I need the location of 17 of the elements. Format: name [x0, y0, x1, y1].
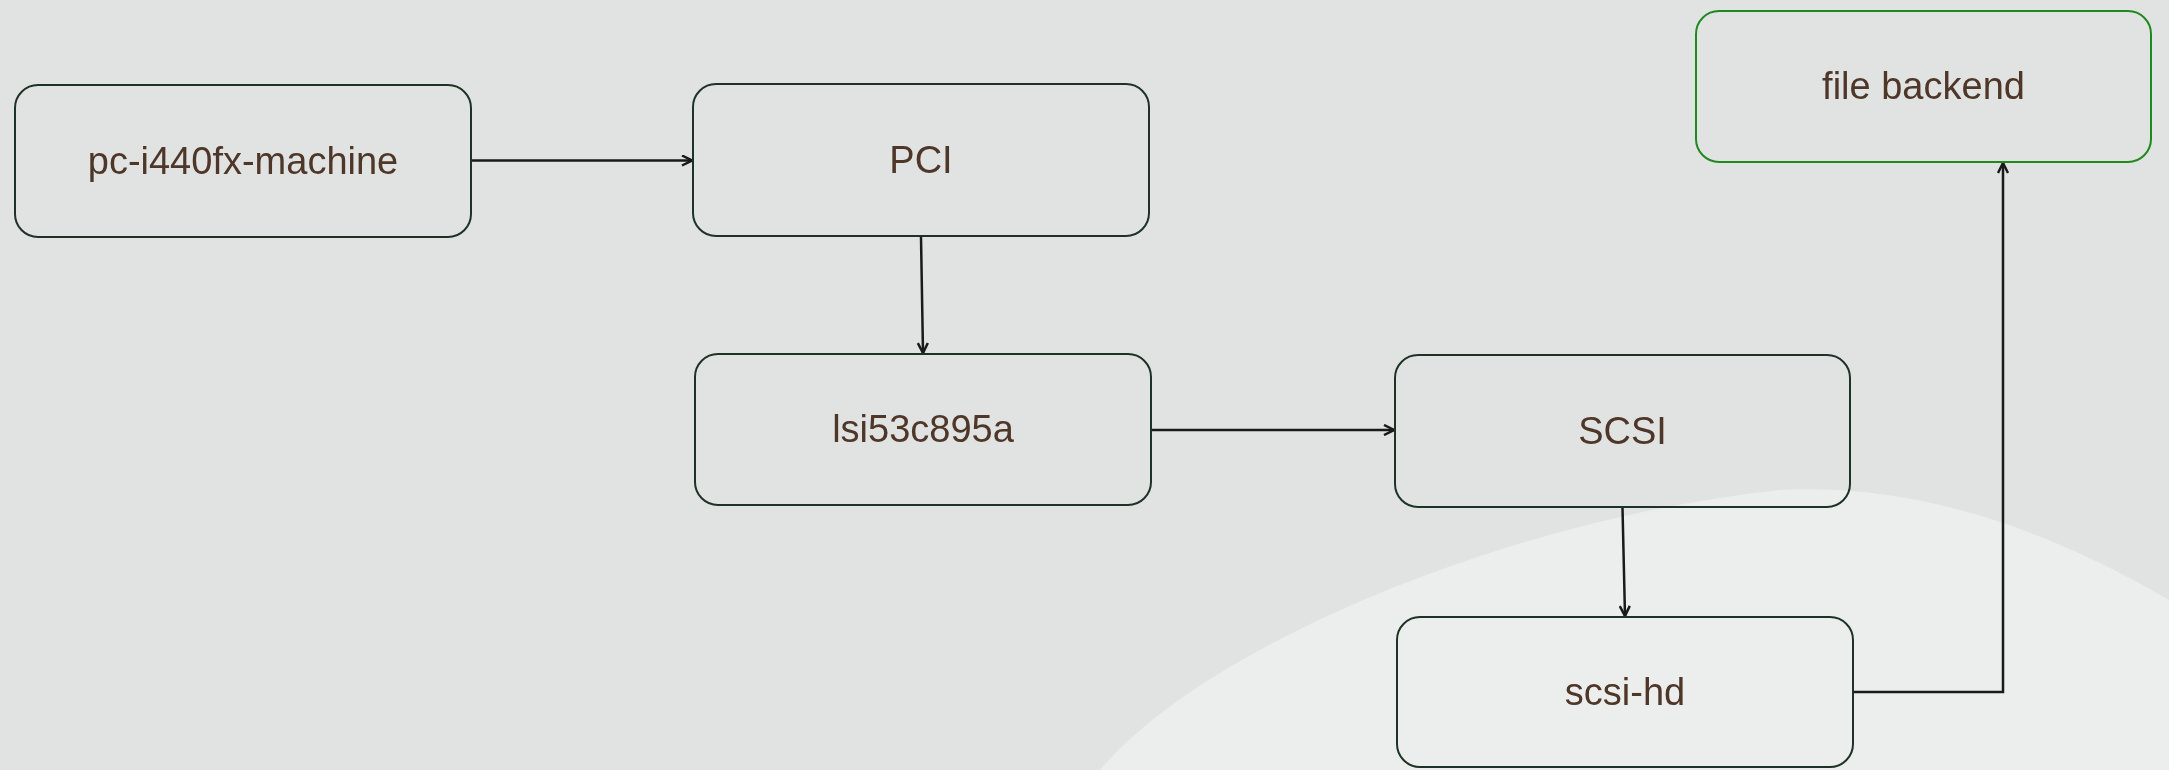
node-label: file backend	[1822, 65, 2025, 108]
arrow	[1618, 507, 1631, 618]
arrow	[1854, 161, 2010, 694]
node-label: PCI	[889, 138, 953, 182]
process-box	[14, 84, 472, 238]
node-label: pc-i440fx-machine	[87, 139, 399, 183]
node-label: SCSI	[1578, 409, 1667, 453]
node-label: scsi-hd	[1564, 670, 1686, 714]
arrow	[916, 236, 930, 355]
arrow	[472, 154, 694, 167]
process-box	[694, 353, 1152, 506]
process-box	[1695, 10, 2152, 163]
process-box	[1396, 616, 1854, 768]
node-label: lsi53c895a	[832, 408, 1014, 451]
arrow	[1152, 423, 1396, 437]
process-box	[692, 83, 1150, 237]
process-box	[1394, 354, 1851, 508]
